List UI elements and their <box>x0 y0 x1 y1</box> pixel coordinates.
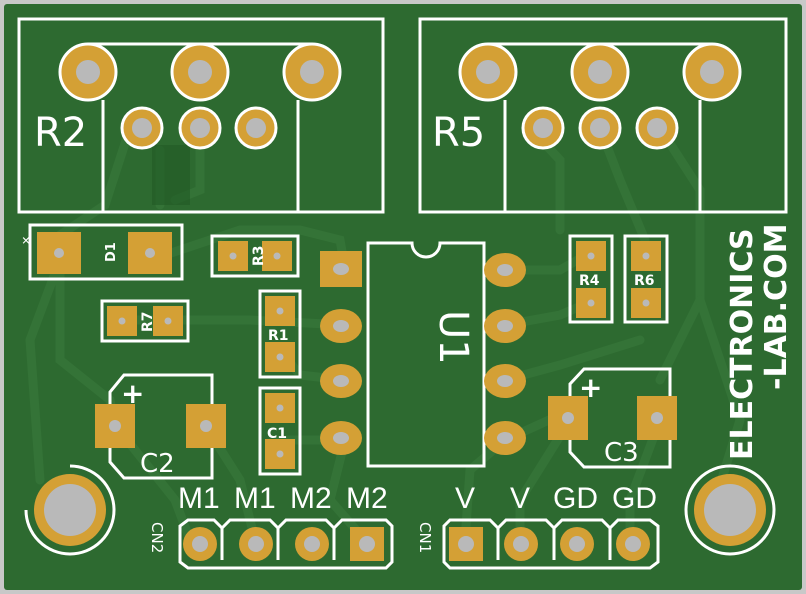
brand-line-1: ELECTRONICS <box>725 228 760 460</box>
r5-label: R5 <box>432 110 485 156</box>
r4-label: R4 <box>579 273 600 289</box>
cn1-pin-1: V <box>455 482 475 515</box>
c1-label: C1 <box>267 426 287 442</box>
r1-label: R1 <box>268 328 289 344</box>
r5-holes <box>476 60 724 138</box>
u1-label: U1 <box>430 310 476 365</box>
c3-plus: + <box>579 371 602 404</box>
solder-mask <box>4 4 802 590</box>
r4-resistor: R4 <box>568 234 614 324</box>
r3-resistor: R3 <box>210 234 300 278</box>
cn1-connector: CN1 V V GD GD <box>416 482 660 570</box>
r6-resistor: R6 <box>623 234 669 324</box>
cn1-pin-4: GD <box>612 482 657 515</box>
cn1-pin-2: V <box>510 482 530 515</box>
r2-potentiometer: R2 <box>17 17 385 214</box>
r7-label: R7 <box>140 311 156 332</box>
d1-diode: D1 ✕ <box>20 223 184 281</box>
cn2-pin-1: M1 <box>178 482 220 515</box>
c2-label: C2 <box>140 449 175 479</box>
brand-line-2: -LAB.COM <box>759 224 794 390</box>
r1-resistor: R1 <box>258 289 302 379</box>
c1-capacitor: C1 <box>258 386 302 476</box>
r7-resistor: R7 <box>100 299 190 343</box>
cn2-pin-2: M1 <box>234 482 276 515</box>
trace-band <box>152 145 190 205</box>
c3-label: C3 <box>604 438 639 468</box>
c3-capacitor: + C3 <box>548 367 677 469</box>
cn2-pin-4: M2 <box>346 482 388 515</box>
mounting-hole-left <box>24 464 116 556</box>
c2-capacitor: + C2 <box>95 373 226 480</box>
r2-label: R2 <box>34 110 87 156</box>
brand-text: ELECTRONICS -LAB.COM <box>725 224 794 460</box>
cn2-pin-3: M2 <box>290 482 332 515</box>
r5-potentiometer: R5 <box>418 17 788 214</box>
u1-ic: U1 <box>320 241 526 468</box>
cn2-connector: CN2 M1 M1 M2 M2 <box>148 482 394 570</box>
d1-label: D1 <box>104 242 119 262</box>
c2-plus: + <box>121 377 144 410</box>
r3-label: R3 <box>251 245 267 266</box>
r6-label: R6 <box>634 273 655 289</box>
cn1-label: CN1 <box>416 522 434 553</box>
mounting-hole-right <box>684 464 776 556</box>
cn2-label: CN2 <box>148 522 166 553</box>
r2-holes <box>76 60 324 138</box>
svg-text:✕: ✕ <box>20 236 33 245</box>
cn1-pin-3: GD <box>553 482 598 515</box>
